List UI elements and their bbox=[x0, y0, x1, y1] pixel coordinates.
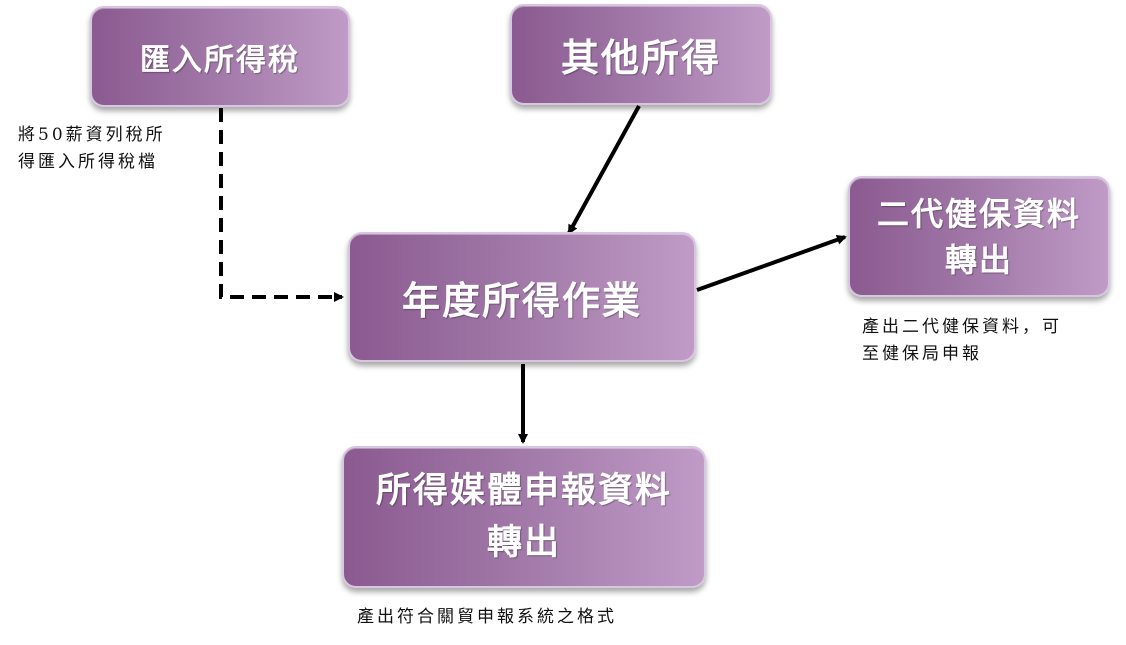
dashed-arrow-import-to-annual bbox=[219, 108, 344, 302]
media-export-label: 所得媒體申報資料轉出 bbox=[375, 471, 672, 563]
import-tax-note-line-2: 得匯入所得稅檔 bbox=[18, 152, 158, 172]
other-income-label: 其他所得 bbox=[560, 36, 721, 80]
import-tax-label: 匯入所得稅 bbox=[140, 42, 300, 78]
annual-income-label: 年度所得作業 bbox=[401, 278, 642, 323]
media-export-note-line-1: 產出符合關貿申報系統之格式 bbox=[357, 607, 617, 627]
media-export-note: 產出符合關貿申報系統之格式 bbox=[357, 604, 617, 631]
annual-income-node[interactable]: 年度所得作業 bbox=[348, 232, 696, 362]
nhi-export-label: 二代健保資料轉出 bbox=[876, 194, 1081, 279]
media-export-node[interactable]: 所得媒體申報資料轉出 bbox=[342, 446, 706, 588]
import-tax-note-line-1: 將50薪資列稅所 bbox=[18, 125, 166, 145]
arrow-other-to-annual bbox=[567, 105, 641, 235]
nhi-export-note-line-1: 產出二代健保資料，可 bbox=[862, 317, 1062, 337]
import-tax-node[interactable]: 匯入所得稅 bbox=[90, 6, 350, 107]
import-tax-note: 將50薪資列稅所 得匯入所得稅檔 bbox=[18, 122, 166, 176]
other-income-node[interactable]: 其他所得 bbox=[510, 4, 772, 105]
nhi-export-note: 產出二代健保資料，可 至健保局申報 bbox=[862, 314, 1062, 368]
arrow-annual-to-nhi bbox=[696, 234, 847, 292]
nhi-export-note-line-2: 至健保局申報 bbox=[862, 344, 982, 364]
nhi-export-node[interactable]: 二代健保資料轉出 bbox=[848, 176, 1110, 297]
